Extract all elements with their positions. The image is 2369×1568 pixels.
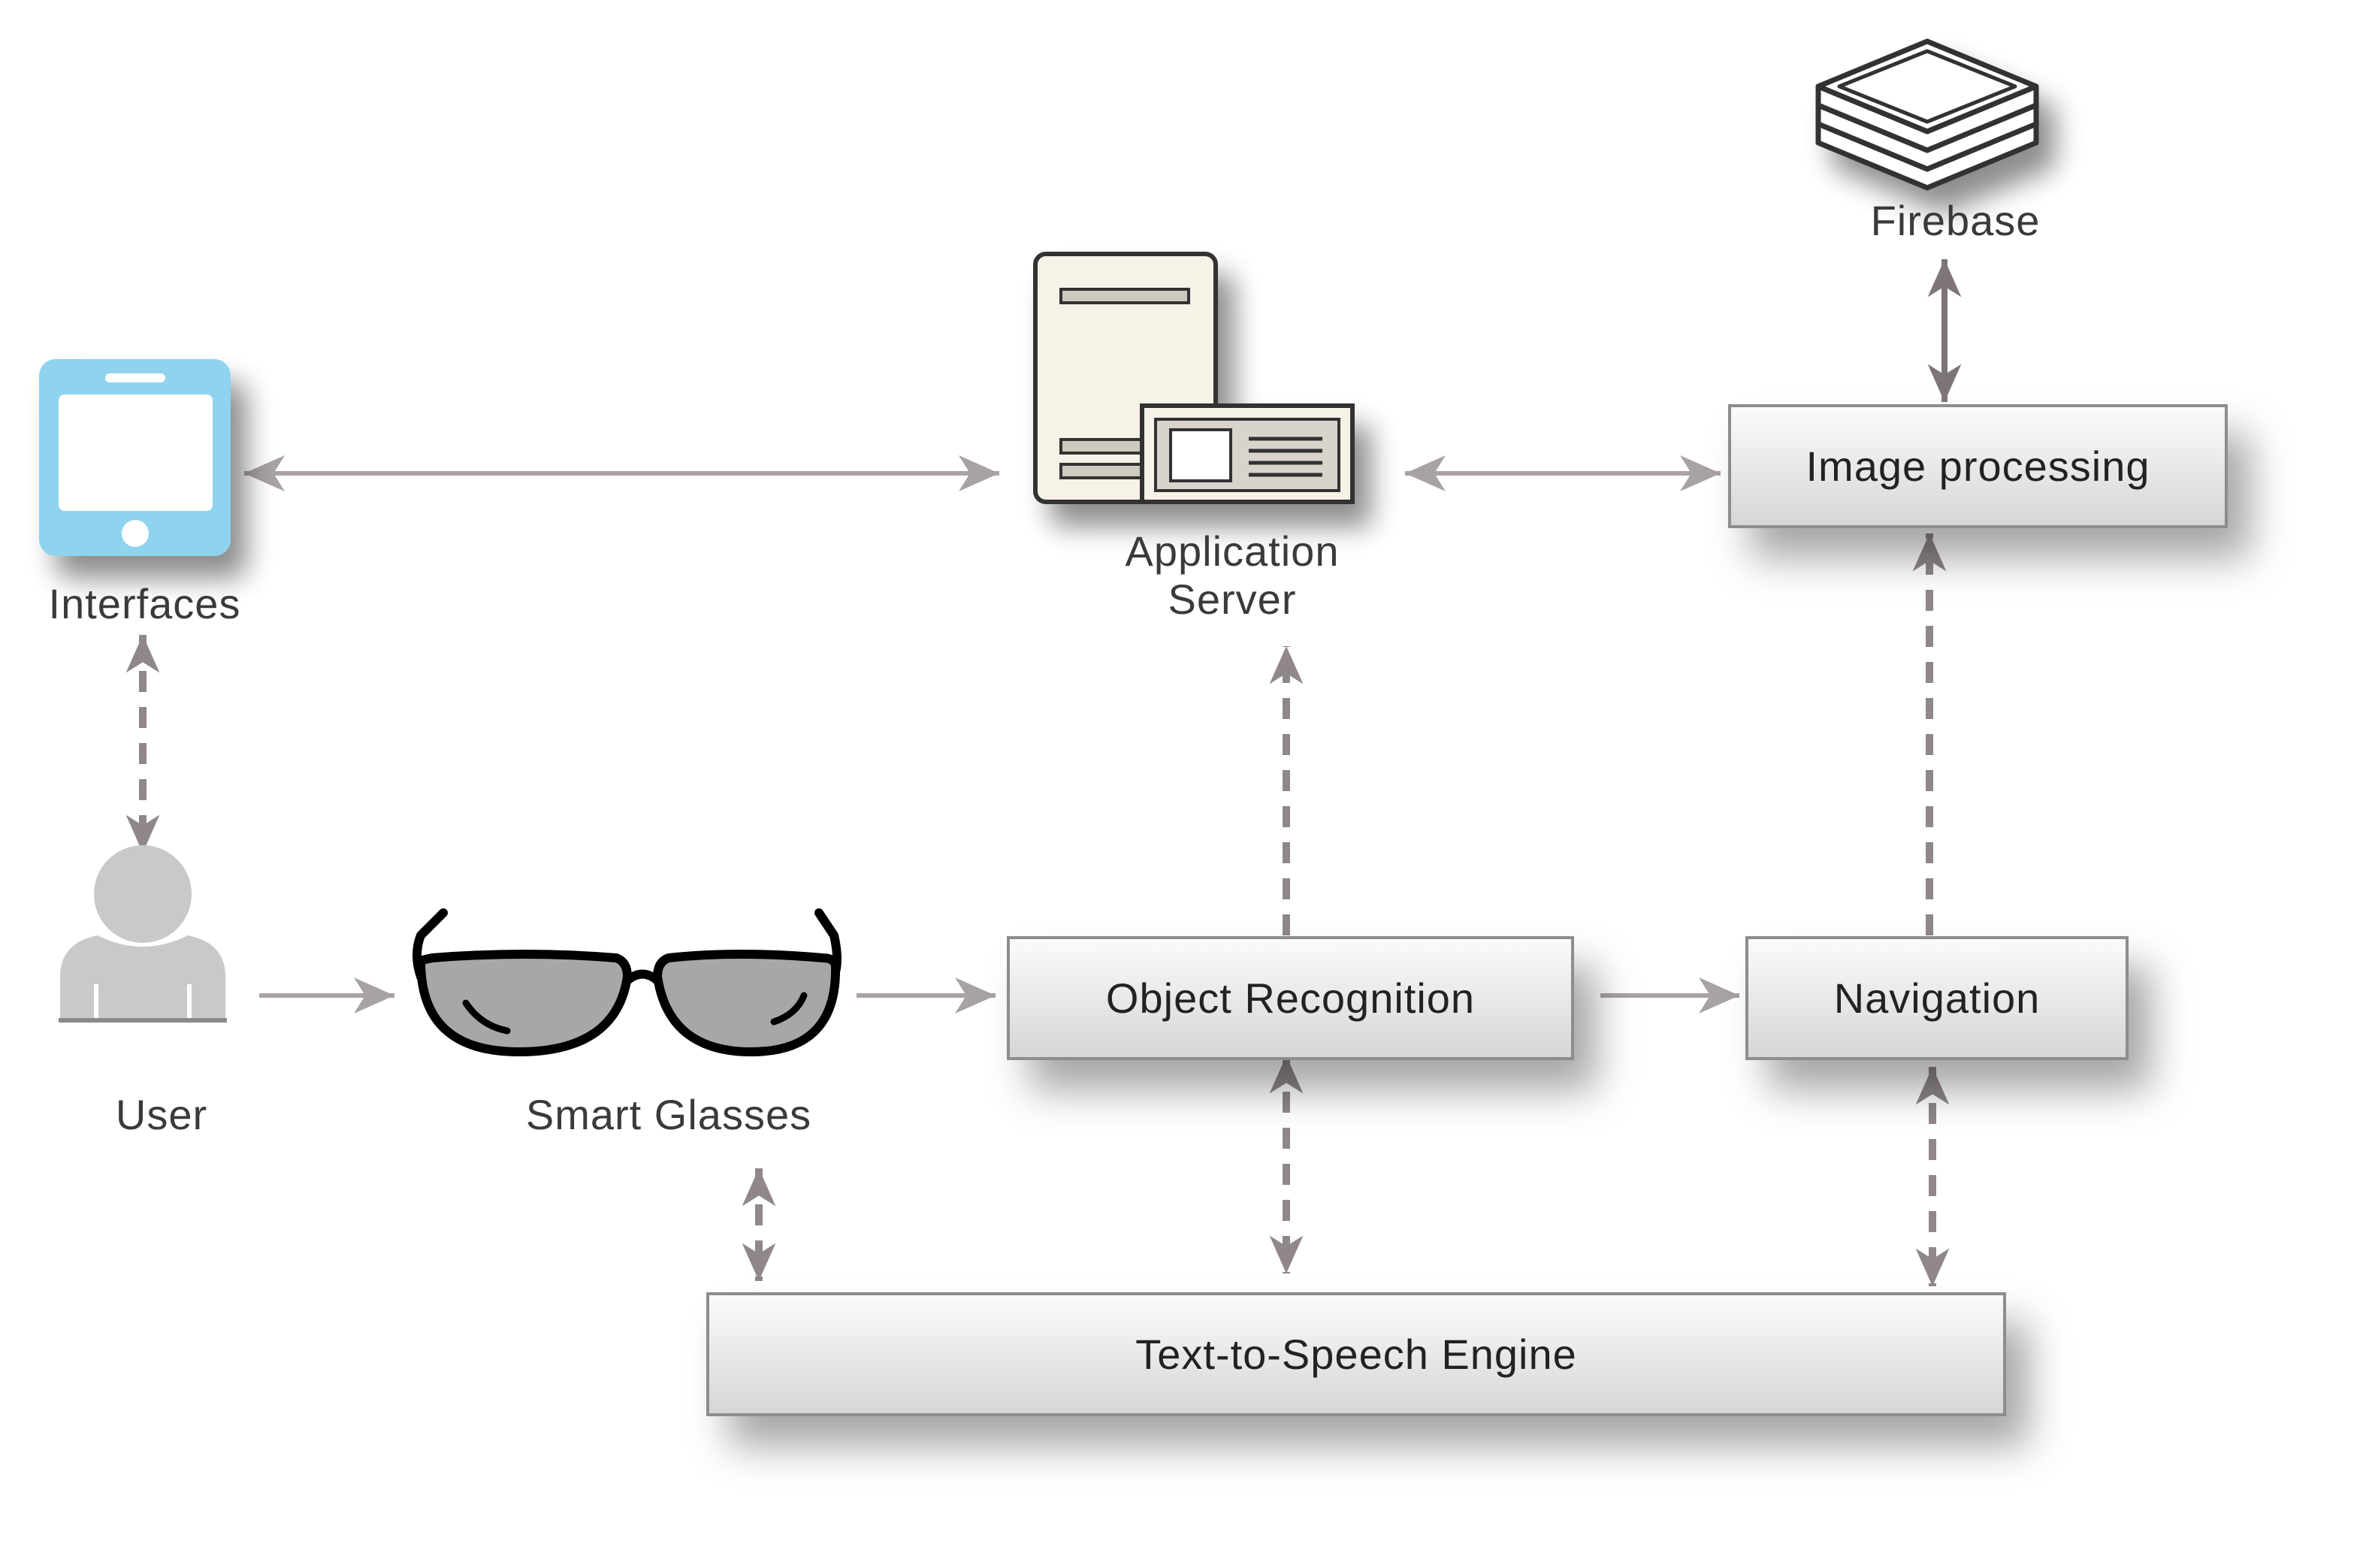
navigation-box: Navigation xyxy=(1745,936,2129,1060)
server-icon xyxy=(1033,252,1355,504)
object-recognition-box: Object Recognition xyxy=(1007,936,1574,1060)
application-server-line2: Server xyxy=(1168,576,1297,623)
image-processing-box: Image processing xyxy=(1728,404,2228,528)
database-stack-icon xyxy=(1815,38,2039,191)
tts-engine-label: Text-to-Speech Engine xyxy=(1135,1331,1577,1378)
tts-engine-box: Text-to-Speech Engine xyxy=(706,1292,2006,1416)
user-icon xyxy=(59,845,227,1023)
smartphone-icon xyxy=(39,359,231,556)
interfaces-label: Interfaces xyxy=(48,580,241,627)
glasses-icon xyxy=(412,908,842,1056)
firebase-label: Firebase xyxy=(1870,197,2041,244)
user-label: User xyxy=(115,1091,208,1138)
application-server-line1: Application xyxy=(1125,527,1340,575)
application-server-label: Application Server xyxy=(1082,527,1382,624)
smart-glasses-label: Smart Glasses xyxy=(525,1091,812,1138)
image-processing-label: Image processing xyxy=(1805,443,2150,490)
navigation-label: Navigation xyxy=(1833,974,2041,1022)
object-recognition-label: Object Recognition xyxy=(1105,974,1476,1022)
